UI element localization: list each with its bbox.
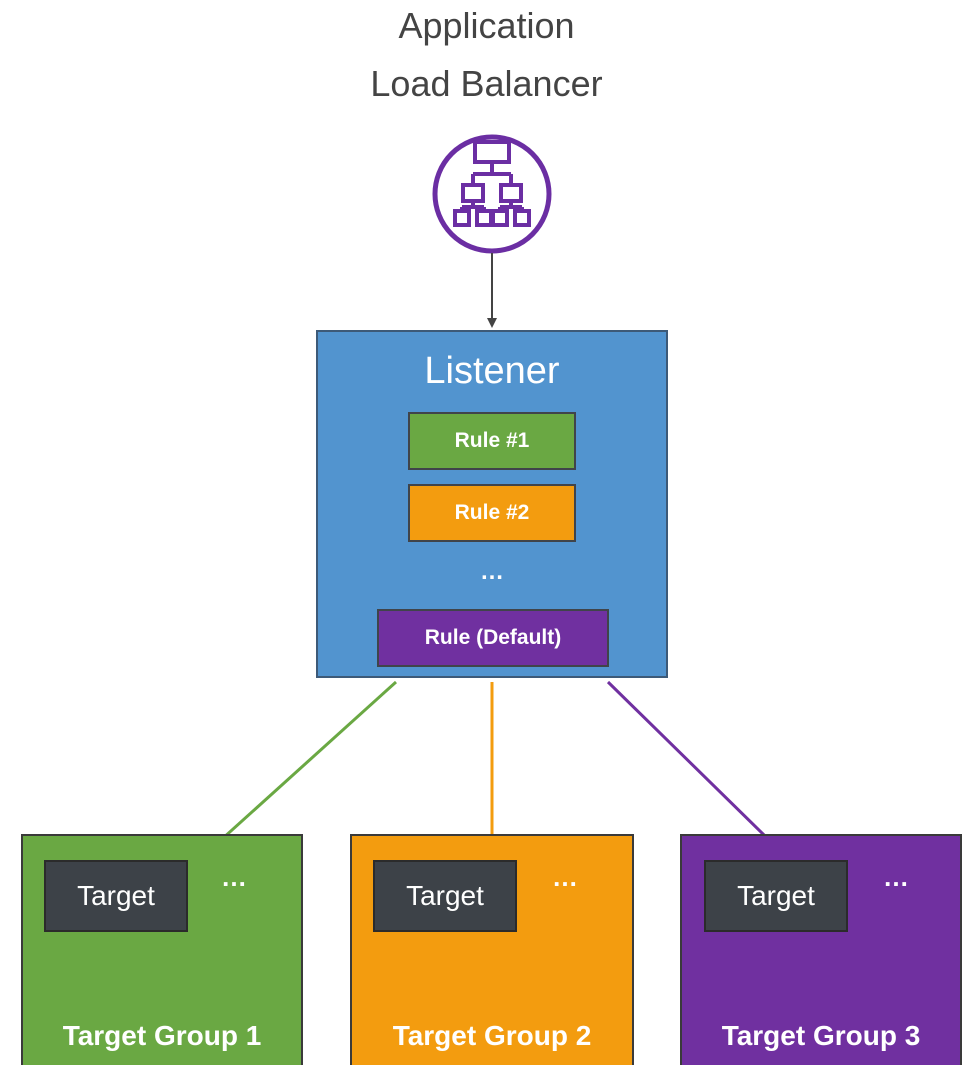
rule-default: Rule (Default) <box>377 609 609 667</box>
target-group-2-label: Target Group 2 <box>392 1020 592 1051</box>
target-group-3-label: Target Group 3 <box>721 1020 921 1051</box>
target-1: Target <box>44 860 188 932</box>
listener-label: Listener <box>424 350 560 392</box>
target-group-1-label: Target Group 1 <box>62 1020 262 1051</box>
target-group-1-more: … <box>221 862 247 892</box>
title-line-1: Application <box>398 5 575 46</box>
target-2: Target <box>373 860 517 932</box>
rules-ellipsis: … <box>480 558 504 585</box>
load-balancer-icon <box>431 133 553 255</box>
rule-1: Rule #1 <box>408 412 576 470</box>
target-group-3-more: … <box>883 862 909 892</box>
title-line-2: Load Balancer <box>370 63 603 104</box>
rule-2: Rule #2 <box>408 484 576 542</box>
target-3: Target <box>704 860 848 932</box>
target-group-2-more: … <box>552 862 578 892</box>
